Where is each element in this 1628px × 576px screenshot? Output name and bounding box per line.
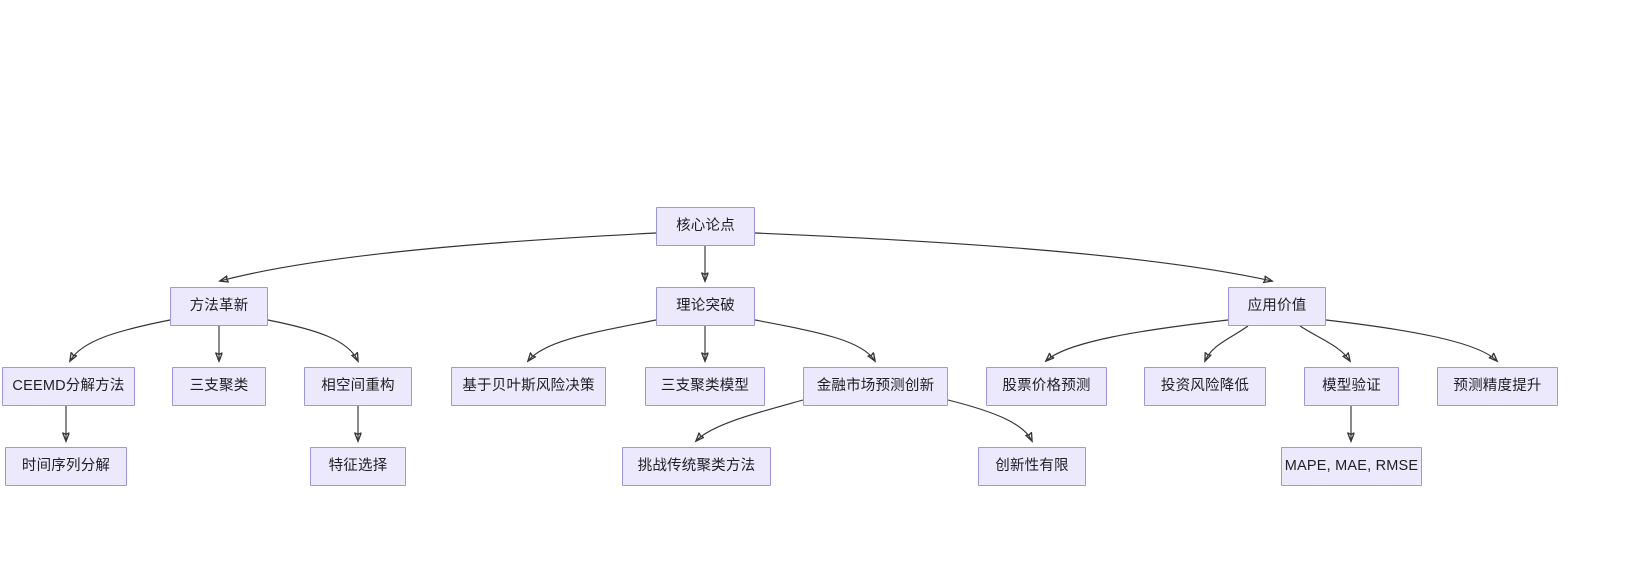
node-challenge[interactable]: 挑战传统聚类方法 <box>622 447 771 486</box>
node-label: 创新性有限 <box>995 458 1069 475</box>
node-label: 核心论点 <box>676 218 735 235</box>
node-label: CEEMD分解方法 <box>12 378 125 395</box>
node-label: 三支聚类 <box>189 378 249 395</box>
node-accuracy[interactable]: 预测精度提升 <box>1437 367 1558 406</box>
node-threeway[interactable]: 三支聚类 <box>172 367 266 406</box>
node-label: 模型验证 <box>1322 378 1381 395</box>
node-label: 基于贝叶斯风险决策 <box>462 378 595 395</box>
node-method[interactable]: 方法革新 <box>170 287 268 326</box>
node-label: 股票价格预测 <box>1002 378 1091 395</box>
node-label: 预测精度提升 <box>1453 378 1542 395</box>
node-bayes[interactable]: 基于贝叶斯风险决策 <box>451 367 606 406</box>
node-twcmodel[interactable]: 三支聚类模型 <box>645 367 765 406</box>
node-label: 方法革新 <box>189 298 249 315</box>
node-stock[interactable]: 股票价格预测 <box>986 367 1107 406</box>
node-label: 三支聚类模型 <box>660 378 750 395</box>
node-validate[interactable]: 模型验证 <box>1304 367 1399 406</box>
node-label: 时间序列分解 <box>21 458 111 475</box>
node-label: 应用价值 <box>1247 298 1307 315</box>
node-risk[interactable]: 投资风险降低 <box>1144 367 1266 406</box>
node-theory[interactable]: 理论突破 <box>656 287 755 326</box>
node-tsdecomp[interactable]: 时间序列分解 <box>5 447 127 486</box>
node-feature[interactable]: 特征选择 <box>310 447 406 486</box>
node-label: 相空间重构 <box>321 378 395 395</box>
node-label: 理论突破 <box>676 298 735 315</box>
node-ceemd[interactable]: CEEMD分解方法 <box>2 367 135 406</box>
node-metrics[interactable]: MAPE, MAE, RMSE <box>1281 447 1422 486</box>
node-application[interactable]: 应用价值 <box>1228 287 1326 326</box>
node-phase[interactable]: 相空间重构 <box>304 367 412 406</box>
node-label: 投资风险降低 <box>1160 378 1250 395</box>
node-label: 挑战传统聚类方法 <box>637 458 756 475</box>
node-finance[interactable]: 金融市场预测创新 <box>803 367 948 406</box>
node-root[interactable]: 核心论点 <box>656 207 755 246</box>
node-label: 特征选择 <box>328 458 388 475</box>
node-limited[interactable]: 创新性有限 <box>978 447 1086 486</box>
node-label: 金融市场预测创新 <box>816 378 935 395</box>
node-label: MAPE, MAE, RMSE <box>1284 458 1419 475</box>
